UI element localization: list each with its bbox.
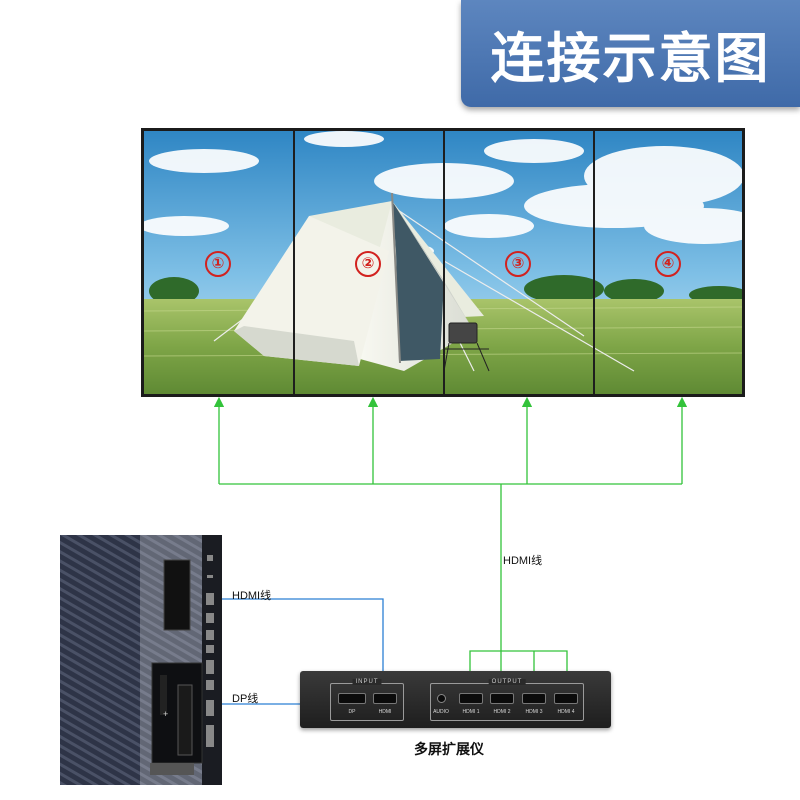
- hdmi-input-port[interactable]: [373, 693, 397, 704]
- device-name: 多屏扩展仪: [414, 741, 484, 757]
- wall-hdmi-wires: [213, 396, 688, 702]
- panel-number-2: ②: [355, 251, 381, 277]
- audio-jack[interactable]: [437, 694, 446, 703]
- hdmi-output-port-4[interactable]: [554, 693, 578, 704]
- hdmi-output-port-3[interactable]: [522, 693, 546, 704]
- input-port-group: INPUT DP HDMI: [330, 679, 404, 721]
- panel-divider: [593, 131, 595, 394]
- dp-port-label: DP: [348, 709, 356, 715]
- hdmi-output-port-4-label: HDMI 4: [557, 709, 575, 715]
- pc-dp-cable-label: DP线: [232, 693, 259, 705]
- hdmi-output-port-2[interactable]: [490, 693, 514, 704]
- video-wall: ① ② ③ ④: [141, 128, 745, 397]
- output-port-group: OUTPUT AUDIO HDMI 1 HDMI 2 HDMI 3 HDMI 4: [430, 679, 584, 721]
- title-banner: 连接示意图: [461, 0, 800, 107]
- multi-screen-expander: INPUT DP HDMI OUTPUT AUDIO HDMI 1 HDMI 2…: [300, 671, 611, 728]
- pc-tower-image: +: [60, 535, 222, 785]
- hdmi-output-port-1[interactable]: [459, 693, 483, 704]
- panel-divider: [443, 131, 445, 394]
- dp-port[interactable]: [338, 693, 366, 704]
- panel-number-3: ③: [505, 251, 531, 277]
- svg-text:+: +: [163, 709, 168, 719]
- hdmi-output-port-1-label: HDMI 1: [462, 709, 480, 715]
- panel-number-4: ④: [655, 251, 681, 277]
- hdmi-output-port-3-label: HDMI 3: [525, 709, 543, 715]
- panel-divider: [293, 131, 295, 394]
- wall-hdmi-cable-label: HDMI线: [503, 555, 543, 567]
- input-group-label: INPUT: [352, 679, 382, 685]
- hdmi-output-port-2-label: HDMI 2: [493, 709, 511, 715]
- audio-port-label: AUDIO: [433, 709, 449, 715]
- panel-number-1: ①: [205, 251, 231, 277]
- output-group-label: OUTPUT: [488, 679, 526, 685]
- page-title: 连接示意图: [490, 27, 771, 90]
- hdmi-input-port-label: HDMI: [378, 709, 392, 715]
- pc-hdmi-cable-label: HDMI线: [232, 590, 272, 602]
